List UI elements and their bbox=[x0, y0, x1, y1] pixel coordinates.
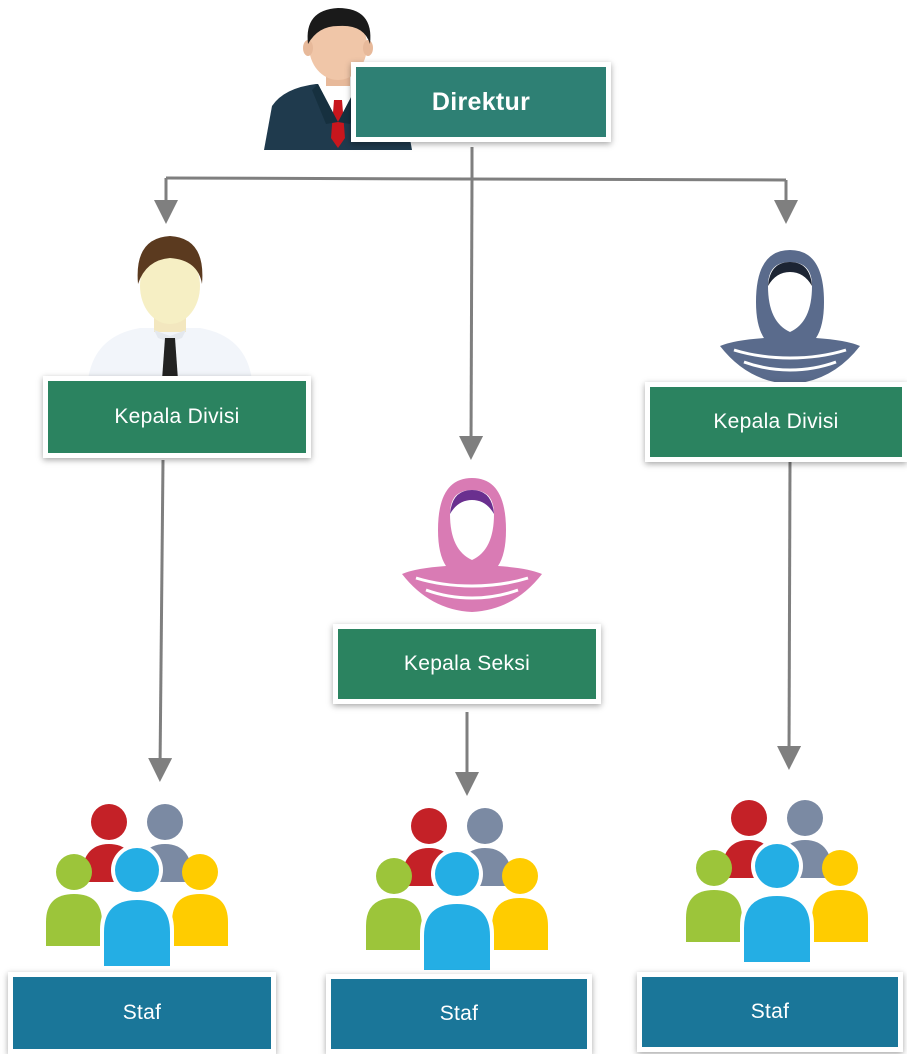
hijab-woman-pink-icon bbox=[402, 478, 542, 612]
section-box: Kepala Seksi bbox=[333, 624, 601, 704]
horizontal-bus bbox=[165, 176, 787, 182]
division-right-label: Kepala Divisi bbox=[650, 387, 902, 457]
group-icon bbox=[686, 800, 868, 964]
division-left-label: Kepala Divisi bbox=[48, 381, 306, 453]
division-right-box: Kepala Divisi bbox=[645, 382, 907, 462]
section-label: Kepala Seksi bbox=[338, 629, 596, 699]
hijab-woman-blue-icon bbox=[720, 250, 860, 384]
arrow-to-staff-left bbox=[148, 459, 173, 782]
staff-middle-label: Staf bbox=[331, 979, 587, 1049]
staff-right-box: Staf bbox=[637, 972, 903, 1052]
division-left-box: Kepala Divisi bbox=[43, 376, 311, 458]
arrow-to-section bbox=[459, 177, 484, 460]
staff-left-box: Staf bbox=[8, 972, 276, 1054]
group-icon bbox=[366, 808, 548, 972]
director-box: Direktur bbox=[351, 62, 611, 142]
man-in-shirt-icon bbox=[88, 236, 252, 380]
director-label: Direktur bbox=[356, 67, 606, 137]
staff-right-label: Staf bbox=[642, 977, 898, 1047]
group-icon bbox=[46, 804, 228, 968]
arrow-to-staff-right bbox=[777, 459, 802, 770]
staff-middle-box: Staf bbox=[326, 974, 592, 1054]
staff-left-label: Staf bbox=[13, 977, 271, 1049]
